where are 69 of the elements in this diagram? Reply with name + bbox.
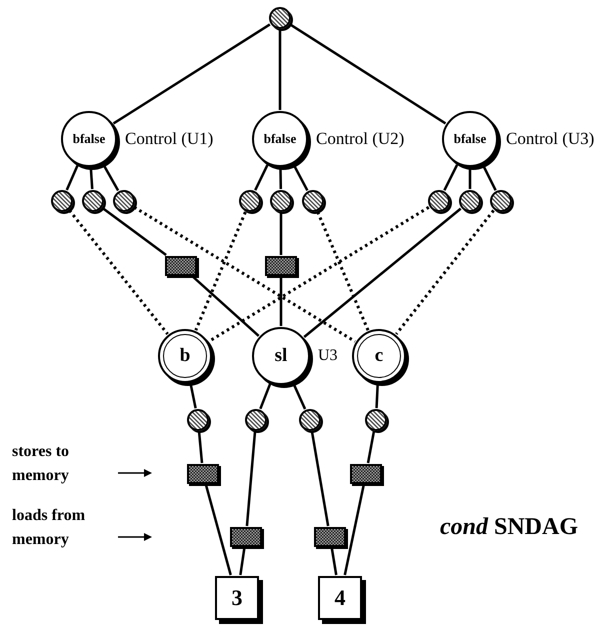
connector-line — [259, 383, 272, 410]
connector-line — [189, 383, 197, 408]
connector-line — [254, 164, 268, 191]
junction-circle — [428, 190, 450, 212]
node-caption: Control (U1) — [125, 129, 214, 149]
connector-line — [102, 164, 120, 192]
junction-circle — [187, 409, 209, 431]
node-label: bfalse — [264, 131, 296, 147]
memory-block — [314, 527, 346, 547]
memory-block — [350, 464, 382, 484]
node-caption: Control (U2) — [316, 129, 404, 149]
junction-circle — [299, 409, 321, 431]
connector-line — [289, 23, 446, 124]
dotted-connector — [208, 206, 430, 343]
memory-block — [187, 464, 219, 484]
junction-circle — [459, 190, 481, 212]
connector-line — [102, 207, 167, 256]
connector-line — [366, 432, 376, 464]
note-text: stores to memory — [12, 442, 70, 486]
node-label: 4 — [334, 585, 346, 611]
node-caption: Control (U3) — [506, 129, 594, 149]
connector-line — [280, 277, 282, 326]
node-label: b — [180, 345, 190, 367]
memory-block — [265, 256, 297, 276]
connector-line — [375, 384, 379, 408]
connector-line — [443, 164, 458, 191]
double-circle-node — [352, 329, 406, 383]
node-caption: U3 — [318, 347, 338, 365]
node-label: bfalse — [454, 131, 486, 147]
connector-line — [280, 213, 282, 255]
annotation-text: cond SNDAG — [440, 513, 580, 541]
note-text: loads from memory — [12, 506, 86, 550]
junction-circle — [82, 190, 104, 212]
connector-line — [292, 164, 308, 191]
connector-line — [198, 432, 204, 464]
connector-line — [246, 432, 256, 526]
junction-circle — [365, 409, 387, 431]
connector-line — [90, 168, 94, 190]
dotted-connector — [194, 211, 247, 331]
junction-circle — [269, 7, 291, 29]
junction-circle — [270, 190, 292, 212]
node-label: c — [374, 345, 384, 367]
junction-circle — [239, 190, 261, 212]
dotted-connector — [68, 209, 169, 335]
memory-block — [230, 527, 262, 547]
dotted-connector — [316, 211, 370, 331]
node-label: bfalse — [72, 131, 106, 147]
connector-line — [112, 23, 271, 125]
connector-line — [66, 165, 79, 190]
connector-line — [468, 168, 472, 189]
junction-circle — [245, 409, 267, 431]
connector-line — [239, 548, 246, 576]
memory-block — [165, 256, 197, 276]
double-circle-node — [158, 329, 212, 383]
connector-line — [330, 548, 338, 576]
connector-line — [204, 484, 232, 576]
connector-line — [279, 168, 282, 190]
junction-circle — [113, 190, 135, 212]
junction-circle — [51, 190, 73, 212]
connector-line — [278, 30, 282, 110]
dotted-connector — [395, 210, 495, 335]
connector-line — [344, 484, 365, 576]
connector-line — [192, 276, 260, 337]
junction-circle — [302, 190, 324, 212]
junction-circle — [490, 190, 512, 212]
node-label: 3 — [232, 585, 242, 611]
node-label: sl — [274, 345, 288, 367]
connector-line — [310, 432, 330, 526]
dotted-connector — [133, 206, 356, 343]
